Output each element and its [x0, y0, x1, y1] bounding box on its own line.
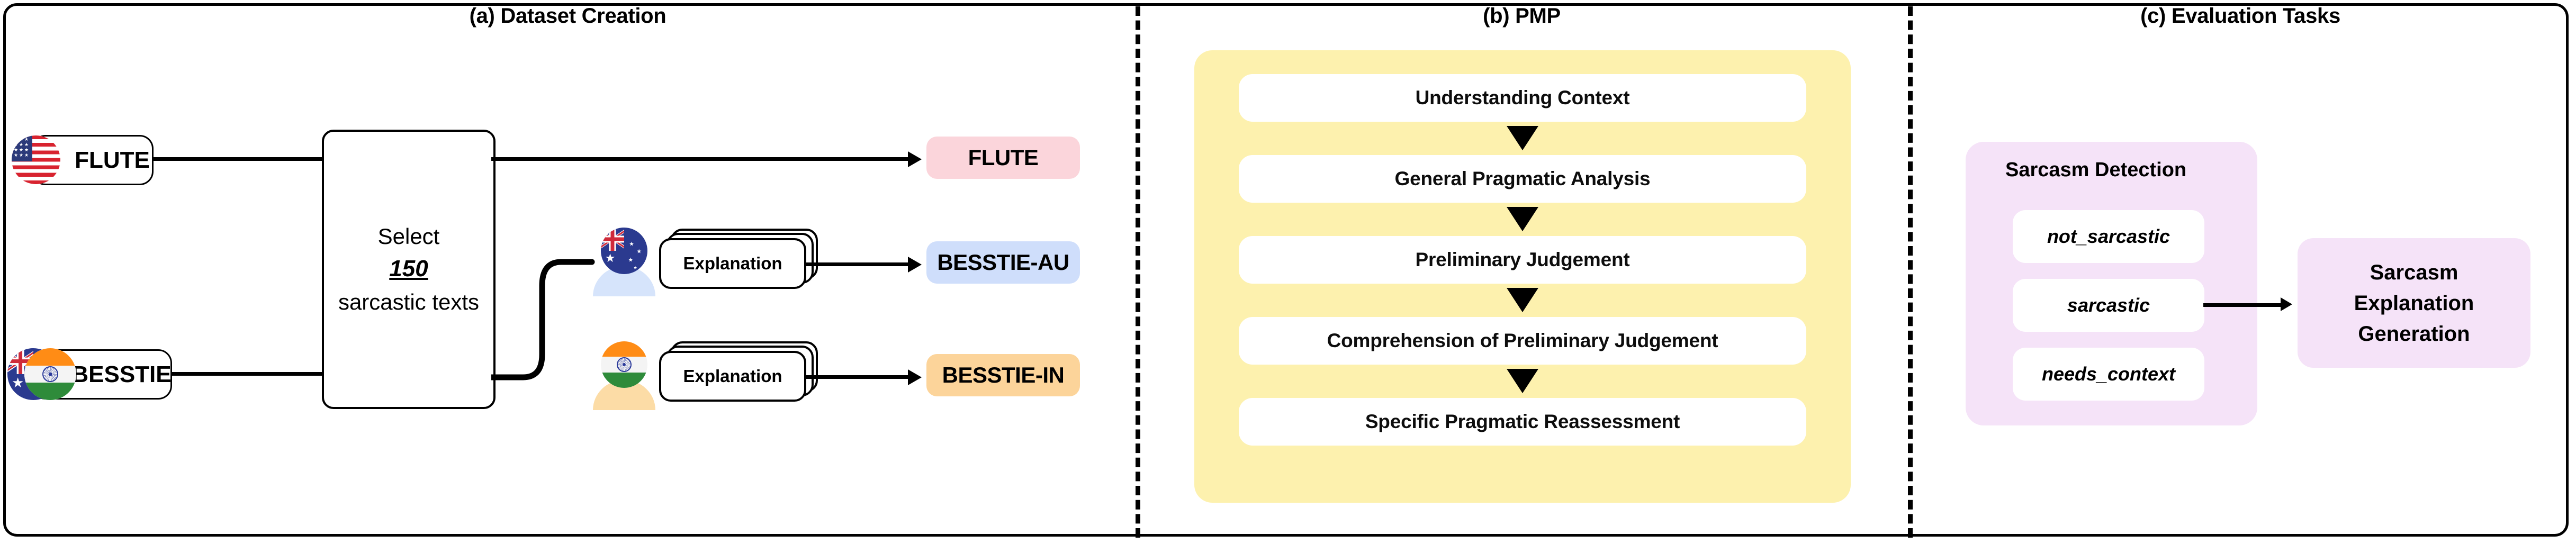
output-chip-besstie-in[interactable]: BESSTIE-IN: [926, 354, 1080, 396]
select-box-count: 150: [389, 256, 428, 282]
in-flag-avatar-icon: [601, 341, 647, 388]
pmp-arrow-2: [1507, 207, 1538, 231]
detection-label-sarcastic[interactable]: sarcastic: [2013, 279, 2204, 332]
pmp-arrow-4: [1507, 369, 1538, 393]
generation-line-2: Explanation: [2354, 291, 2474, 315]
explanation-stack-in[interactable]: Explanation: [659, 341, 818, 405]
connector-besstie-to-select: [172, 372, 328, 376]
output-chip-besstie-au[interactable]: BESSTIE-AU: [926, 241, 1080, 284]
au-flag-avatar-icon: ★ ★ ★ ★ ★: [601, 228, 647, 274]
pmp-step-2: General Pragmatic Analysis: [1239, 155, 1806, 203]
explanation-label-in: Explanation: [683, 366, 782, 386]
connector-sarcastic-to-generation: [2203, 303, 2283, 307]
annotator-avatar-au: ★ ★ ★ ★ ★: [593, 228, 655, 296]
generation-line-3: Generation: [2358, 322, 2470, 346]
panel-title-a: (a) Dataset Creation: [469, 4, 666, 28]
panel-title-c: (c) Evaluation Tasks: [2140, 4, 2340, 28]
output-label-flute: FLUTE: [968, 145, 1039, 170]
select-box-line1: Select: [377, 224, 440, 249]
output-chip-flute[interactable]: FLUTE: [926, 137, 1080, 179]
sarcasm-explanation-generation-panel: Sarcasm Explanation Generation: [2298, 238, 2530, 368]
detection-label-not-sarcastic[interactable]: not_sarcastic: [2013, 210, 2204, 263]
explanation-card-front-in[interactable]: Explanation: [659, 351, 806, 402]
arrowhead-besstie-in: [908, 369, 922, 385]
pmp-step-3: Preliminary Judgement: [1239, 236, 1806, 284]
select-box-line3: sarcastic texts: [338, 289, 480, 314]
branch-svg: [488, 259, 595, 380]
connector-select-to-flute-output: [491, 157, 909, 161]
pmp-step-5: Specific Pragmatic Reassessment: [1239, 398, 1806, 446]
output-label-besstie-in: BESSTIE-IN: [942, 362, 1065, 387]
sarcasm-detection-title: Sarcasm Detection: [2005, 159, 2187, 181]
select-box: Select 150 sarcastic texts: [322, 130, 496, 409]
pmp-arrow-3: [1507, 288, 1538, 312]
arrowhead-besstie-au: [908, 257, 922, 273]
connector-select-to-annotators: [488, 249, 602, 381]
detection-label-needs-context[interactable]: needs_context: [2013, 348, 2204, 401]
connector-in-to-besstie-in: [806, 375, 909, 379]
panel-title-b: (b) PMP: [1483, 4, 1561, 28]
explanation-stack-au[interactable]: Explanation: [659, 229, 818, 292]
arrowhead-flute-output: [908, 151, 922, 167]
output-label-besstie-au: BESSTIE-AU: [937, 250, 1069, 275]
connector-flute-to-select: [154, 157, 328, 161]
connector-au-to-besstie-au: [806, 262, 909, 266]
arrowhead-generation: [2281, 297, 2292, 311]
in-flag-icon: [24, 348, 76, 400]
pmp-arrow-1: [1507, 126, 1538, 150]
panel-divider-a-b: [1136, 6, 1140, 538]
generation-line-1: Sarcasm: [2370, 260, 2458, 284]
explanation-card-front-au[interactable]: Explanation: [659, 238, 806, 289]
annotator-avatar-in: [593, 341, 655, 410]
explanation-label-au: Explanation: [683, 253, 782, 273]
source-label-flute: FLUTE: [75, 147, 150, 173]
us-flag-icon: ★★ ★★ ★★ ★★ ★★ ★★: [12, 135, 60, 184]
pmp-step-1: Understanding Context: [1239, 74, 1806, 122]
pmp-step-4: Comprehension of Preliminary Judgement: [1239, 317, 1806, 365]
source-label-besstie: BESSTIE: [71, 361, 172, 387]
panel-divider-b-c: [1908, 6, 1913, 538]
